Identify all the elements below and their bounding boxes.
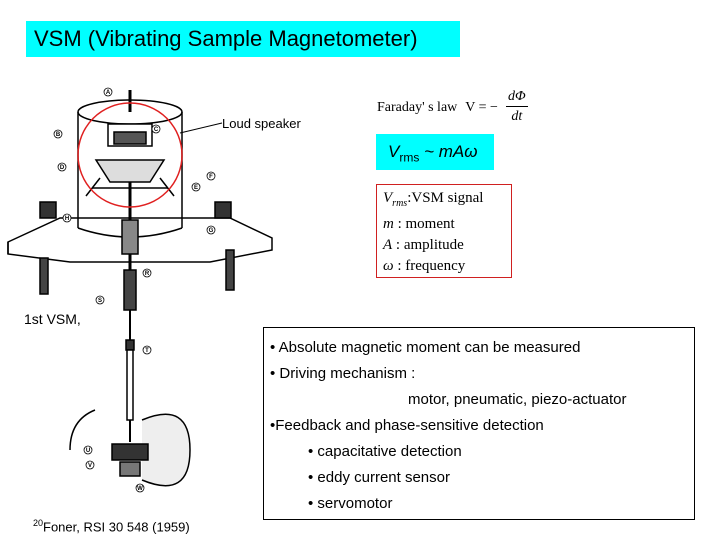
first-vsm-label: 1st VSM, bbox=[24, 311, 81, 327]
faraday-law-equation: Faraday' s law V = − dΦ dt bbox=[377, 88, 528, 127]
features-box: • Absolute magnetic moment can be measur… bbox=[263, 327, 695, 520]
svg-text:A: A bbox=[106, 90, 111, 96]
svg-text:H: H bbox=[65, 216, 69, 222]
vrms-relation-box: Vrms ~ mAω bbox=[376, 134, 494, 170]
reference-number: 20 bbox=[33, 518, 44, 528]
legend-symbol-sub: rms bbox=[392, 198, 408, 209]
svg-text:R: R bbox=[145, 271, 150, 277]
svg-text:F: F bbox=[209, 174, 213, 180]
vrms-sub: rms bbox=[399, 150, 420, 165]
svg-text:C: C bbox=[154, 127, 159, 133]
feature-item: • Absolute magnetic moment can be measur… bbox=[270, 339, 581, 356]
feature-item: motor, pneumatic, piezo-actuator bbox=[408, 391, 627, 408]
legend-symbol: A bbox=[383, 237, 393, 253]
faraday-lhs: V = − bbox=[465, 99, 498, 115]
svg-text:E: E bbox=[194, 185, 198, 191]
reference-text: Foner, RSI 30 548 (1959) bbox=[43, 519, 190, 535]
svg-text:U: U bbox=[86, 448, 90, 454]
legend-text: : frequency bbox=[393, 258, 466, 274]
svg-text:T: T bbox=[145, 348, 149, 354]
legend-row: ω : frequency bbox=[383, 256, 505, 277]
svg-text:V: V bbox=[88, 463, 92, 469]
faraday-label: Faraday' s law bbox=[377, 99, 458, 115]
feature-item: • Driving mechanism : bbox=[270, 365, 416, 382]
legend-text: : moment bbox=[393, 216, 455, 232]
svg-text:W: W bbox=[137, 486, 143, 492]
svg-text:D: D bbox=[60, 165, 65, 171]
vrms-rest: ~ mAω bbox=[419, 142, 478, 161]
legend-symbol: ω bbox=[383, 258, 394, 274]
symbol-legend-box: Vrms:VSM signal m : moment A : amplitude… bbox=[376, 184, 512, 278]
legend-symbol: V bbox=[383, 190, 393, 206]
svg-text:B: B bbox=[56, 132, 61, 138]
feature-item: •Feedback and phase-sensitive detection bbox=[270, 417, 544, 434]
feature-item: • eddy current sensor bbox=[308, 469, 450, 486]
reference-citation: 20Foner, RSI 30 548 (1959) bbox=[33, 518, 190, 534]
legend-row: Vrms:VSM signal bbox=[383, 188, 505, 214]
faraday-fraction: dΦ dt bbox=[505, 88, 528, 127]
svg-text:S: S bbox=[98, 298, 102, 304]
vrms-v: V bbox=[388, 142, 400, 161]
vsm-apparatus-drawing: A B C D E F G H R S T U V W bbox=[7, 87, 273, 493]
legend-row: A : amplitude bbox=[383, 235, 505, 256]
faraday-numerator: dΦ bbox=[505, 88, 528, 107]
legend-row: m : moment bbox=[383, 214, 505, 235]
legend-symbol: m bbox=[383, 216, 394, 232]
feature-item: • servomotor bbox=[308, 495, 393, 512]
slide-title: VSM (Vibrating Sample Magnetometer) bbox=[26, 21, 460, 57]
feature-item: • capacitative detection bbox=[308, 443, 462, 460]
svg-text:G: G bbox=[209, 228, 214, 234]
legend-text: : amplitude bbox=[392, 237, 464, 253]
faraday-denominator: dt bbox=[511, 109, 523, 124]
legend-text: :VSM signal bbox=[407, 190, 484, 206]
loud-speaker-label: Loud speaker bbox=[222, 116, 301, 131]
